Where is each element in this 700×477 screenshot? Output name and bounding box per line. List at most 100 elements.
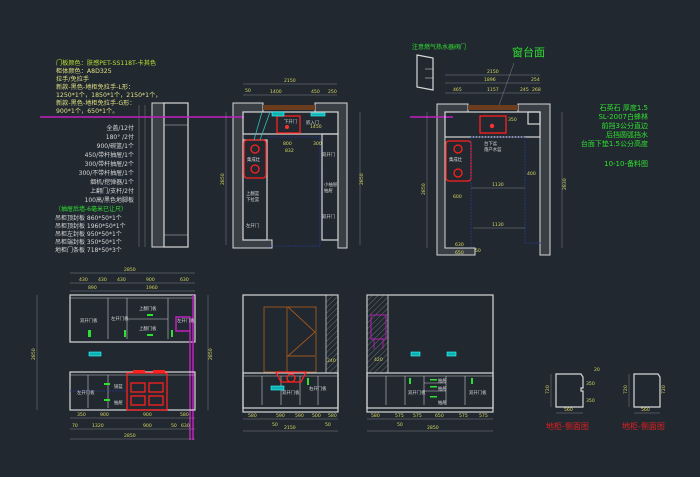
door-label: 双开门板: [80, 317, 98, 324]
burner-icon: [453, 168, 463, 178]
note-line: 1250*1个，1850*1个，2150*1个，: [56, 92, 161, 99]
sheet-label: 10-10-备料图: [604, 159, 648, 168]
dim-label: 580: [328, 413, 337, 419]
dim-label: 350: [77, 412, 86, 418]
dim-label: 580: [371, 413, 380, 419]
section-title: 地柜-侧面图: [622, 421, 665, 431]
dim-label: 2850: [31, 348, 37, 360]
dim-label: 20: [594, 367, 600, 373]
door-label: 左开门板: [77, 389, 95, 396]
dim-label: 575: [395, 413, 404, 419]
dim-label: 900: [143, 412, 152, 418]
integrated-stove: [243, 139, 267, 179]
spec-line: 前挡3公分直边: [602, 121, 648, 130]
kitchen-plan-2: 注意燃气热水器阀门 窗台面 2150 1896 254 465 1157 245…: [410, 43, 568, 256]
dim-label: 650: [435, 413, 444, 419]
cabinet-label: 上翻篮: [246, 190, 260, 197]
note-line: 新款-黑色-地柜免拉手-G形：: [56, 99, 136, 107]
dim-label: 630: [455, 242, 464, 248]
note-line: 新款-黑色-地柜免拉手-L形：: [56, 83, 134, 91]
dim-label: 465: [453, 87, 462, 93]
countertop-spec: 石英石 厚度1.5 SL-2007白蜂林 前挡3公分直边 后挡圆弧挡水 台面下垫…: [581, 103, 648, 168]
dim-label: 1130: [492, 222, 504, 228]
panel-item: 吊柜顶封板 860*50*1个: [55, 214, 122, 222]
dim-label: 50: [475, 248, 481, 254]
dim-label: 268: [532, 87, 541, 93]
dim-label: 890: [88, 285, 97, 291]
dim-label: 1320: [92, 423, 104, 429]
dim-label: 560: [641, 407, 650, 413]
dim-label: 2850: [220, 173, 226, 185]
water-heater: [370, 314, 387, 340]
cabinet-label: 嵌入门: [306, 119, 319, 126]
drawer-label: 抽屉: [114, 399, 123, 406]
door-label: 左开门板: [111, 315, 129, 322]
dim-label: 800: [283, 141, 292, 147]
window-sill-label: 窗台面: [512, 45, 545, 59]
dim-label: 575: [413, 413, 422, 419]
water-heater-icon: [416, 54, 434, 91]
door-label: 上翻门板: [139, 305, 157, 312]
drawer-label: 抽屉: [438, 377, 447, 384]
note-line: 拉手/免拉手: [56, 75, 89, 83]
base-cabinet-section-right: 720 720 560 地柜-侧面图: [622, 373, 667, 431]
dim-label: 575: [479, 413, 488, 419]
dim-label: 720: [545, 385, 551, 394]
elevation-2: 双开门板 右开门板 240 580 590 590 500 580 2150 5…: [242, 294, 339, 432]
hardware-item: 180° /2付: [106, 133, 134, 141]
stove-cabinet: [126, 372, 168, 411]
dim-label: 580: [248, 413, 257, 419]
elevation-1: 2850 430 430 430 900 630 890 1960: [31, 267, 214, 440]
dim-label: 590: [295, 413, 304, 419]
drawer-label: 抽屉: [438, 385, 447, 392]
dim-label: 2850: [124, 433, 136, 439]
cabinet-label: 小抽屉: [324, 181, 338, 188]
dim-label: 580: [180, 412, 189, 418]
dim-label: 900: [146, 277, 155, 283]
dim-label: 1400: [270, 89, 282, 95]
door-label: 上翻门板: [139, 325, 157, 332]
door-label: 双开门板: [469, 389, 487, 396]
dim-label: 560: [564, 407, 573, 413]
sink: [276, 115, 301, 134]
dim-label: 1960: [146, 285, 158, 291]
dim-label: 900: [143, 423, 152, 429]
dim-label: 2850: [427, 425, 439, 431]
spec-line: 台面下垫1.5公分高度: [581, 139, 648, 148]
burner-icon: [453, 144, 463, 154]
door-label: 双开门板: [408, 389, 426, 396]
appliance-label: 集成灶: [449, 156, 463, 163]
dim-label: 250: [328, 89, 337, 95]
cabinet-label: 下开门: [284, 118, 297, 125]
cabinet-label: 集成灶: [247, 156, 261, 163]
dim-label: 630: [181, 423, 190, 429]
hardware-list: 全盖/12付 180° /2付 900/碗篮/1个 450/带杆抽屉/1个 30…: [79, 124, 134, 204]
hardware-item: 900/碗篮/1个: [97, 142, 134, 150]
dim-label: 650: [455, 250, 464, 256]
dim-label: 600: [453, 194, 462, 200]
panel-list: 吊柜顶封板 860*50*1个 吊柜顶封板 1960*50*1个 吊柜左封板 9…: [55, 214, 126, 254]
burner-icon: [250, 164, 260, 174]
drawer-note: （抽屉后墙-6毫米已让尺）: [55, 205, 127, 213]
hardware-item: 全盖/12付: [106, 124, 134, 132]
panel-item: 地柜门条板 718*50*3个: [55, 246, 122, 254]
material-notes: 门板颜色：肤感PET-SS118T-卡其色 柜体颜色：A8D325 拉手/免拉手…: [56, 59, 161, 115]
hardware-item: 上翻门/支杆/2付: [90, 187, 134, 195]
note-line: 900*1个，650*1个。: [56, 108, 118, 115]
dim-label: 50: [171, 423, 177, 429]
dim-label: 50: [325, 422, 331, 428]
dim-label: 420: [374, 357, 383, 363]
dim-label: 2150: [284, 78, 296, 84]
spec-line: 石英石 厚度1.5: [600, 103, 648, 112]
door-label: 双开门板: [282, 389, 300, 396]
hardware-item: 450/带杆抽屉/1个: [85, 151, 134, 159]
water-heater-note: 注意燃气热水器阀门: [412, 43, 466, 51]
cabinet-label: 双开门: [322, 213, 335, 220]
dim-label: 2830: [562, 178, 568, 190]
dim-label: 575: [459, 413, 468, 419]
spec-line: SL-2007白蜂林: [598, 112, 648, 121]
burner-icon: [250, 144, 260, 154]
dim-label: 720: [623, 385, 629, 394]
dim-label: 1157: [487, 87, 499, 93]
